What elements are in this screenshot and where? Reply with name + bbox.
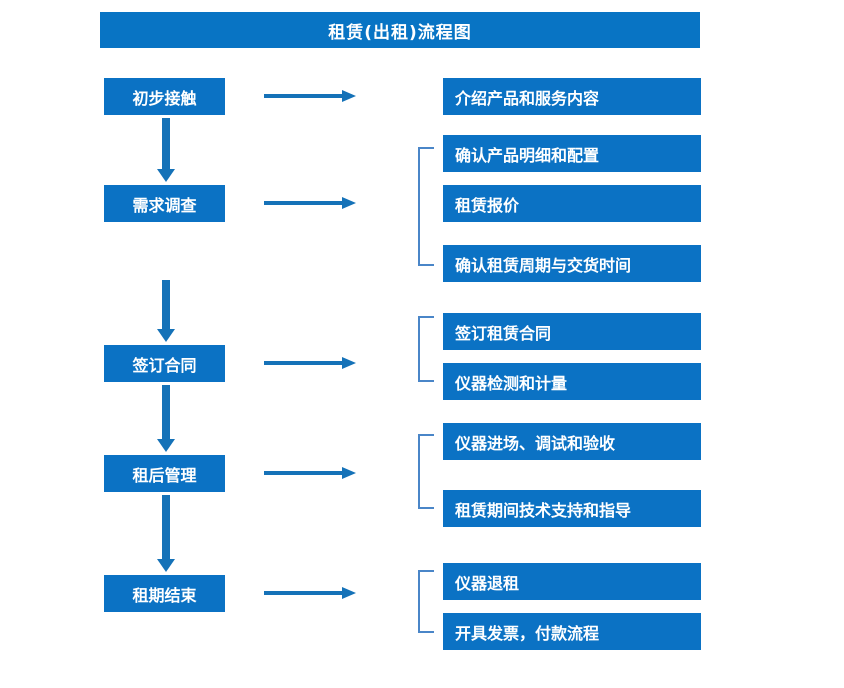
group-bracket-4: [418, 434, 434, 509]
stage-box-1[interactable]: 初步接触: [104, 78, 225, 115]
arrow-down-icon-4: [157, 495, 175, 572]
arrow-down-icon-1: [157, 118, 175, 182]
detail-box-4[interactable]: 确认租赁周期与交货时间: [443, 245, 701, 282]
detail-box-9[interactable]: 仪器退租: [443, 563, 701, 600]
detail-box-1[interactable]: 介绍产品和服务内容: [443, 78, 701, 115]
arrow-right-icon-1: [264, 88, 356, 104]
arrow-right-icon-4: [264, 465, 356, 481]
stage-box-5[interactable]: 租期结束: [104, 575, 225, 612]
stage-box-3[interactable]: 签订合同: [104, 345, 225, 382]
arrow-right-icon-3: [264, 355, 356, 371]
detail-box-5[interactable]: 签订租赁合同: [443, 313, 701, 350]
arrow-down-icon-2: [157, 280, 175, 342]
detail-box-8[interactable]: 租赁期间技术支持和指导: [443, 490, 701, 527]
group-bracket-5: [418, 570, 434, 633]
page-title: 租赁(出租)流程图: [100, 12, 700, 48]
detail-box-10[interactable]: 开具发票，付款流程: [443, 613, 701, 650]
detail-box-6[interactable]: 仪器检测和计量: [443, 363, 701, 400]
detail-box-3[interactable]: 租赁报价: [443, 185, 701, 222]
arrow-down-icon-3: [157, 385, 175, 452]
group-bracket-3: [418, 316, 434, 382]
group-bracket-2: [418, 147, 434, 266]
arrow-right-icon-2: [264, 195, 356, 211]
detail-box-2[interactable]: 确认产品明细和配置: [443, 135, 701, 172]
stage-box-2[interactable]: 需求调查: [104, 185, 225, 222]
stage-box-4[interactable]: 租后管理: [104, 455, 225, 492]
arrow-right-icon-5: [264, 585, 356, 601]
detail-box-7[interactable]: 仪器进场、调试和验收: [443, 423, 701, 460]
